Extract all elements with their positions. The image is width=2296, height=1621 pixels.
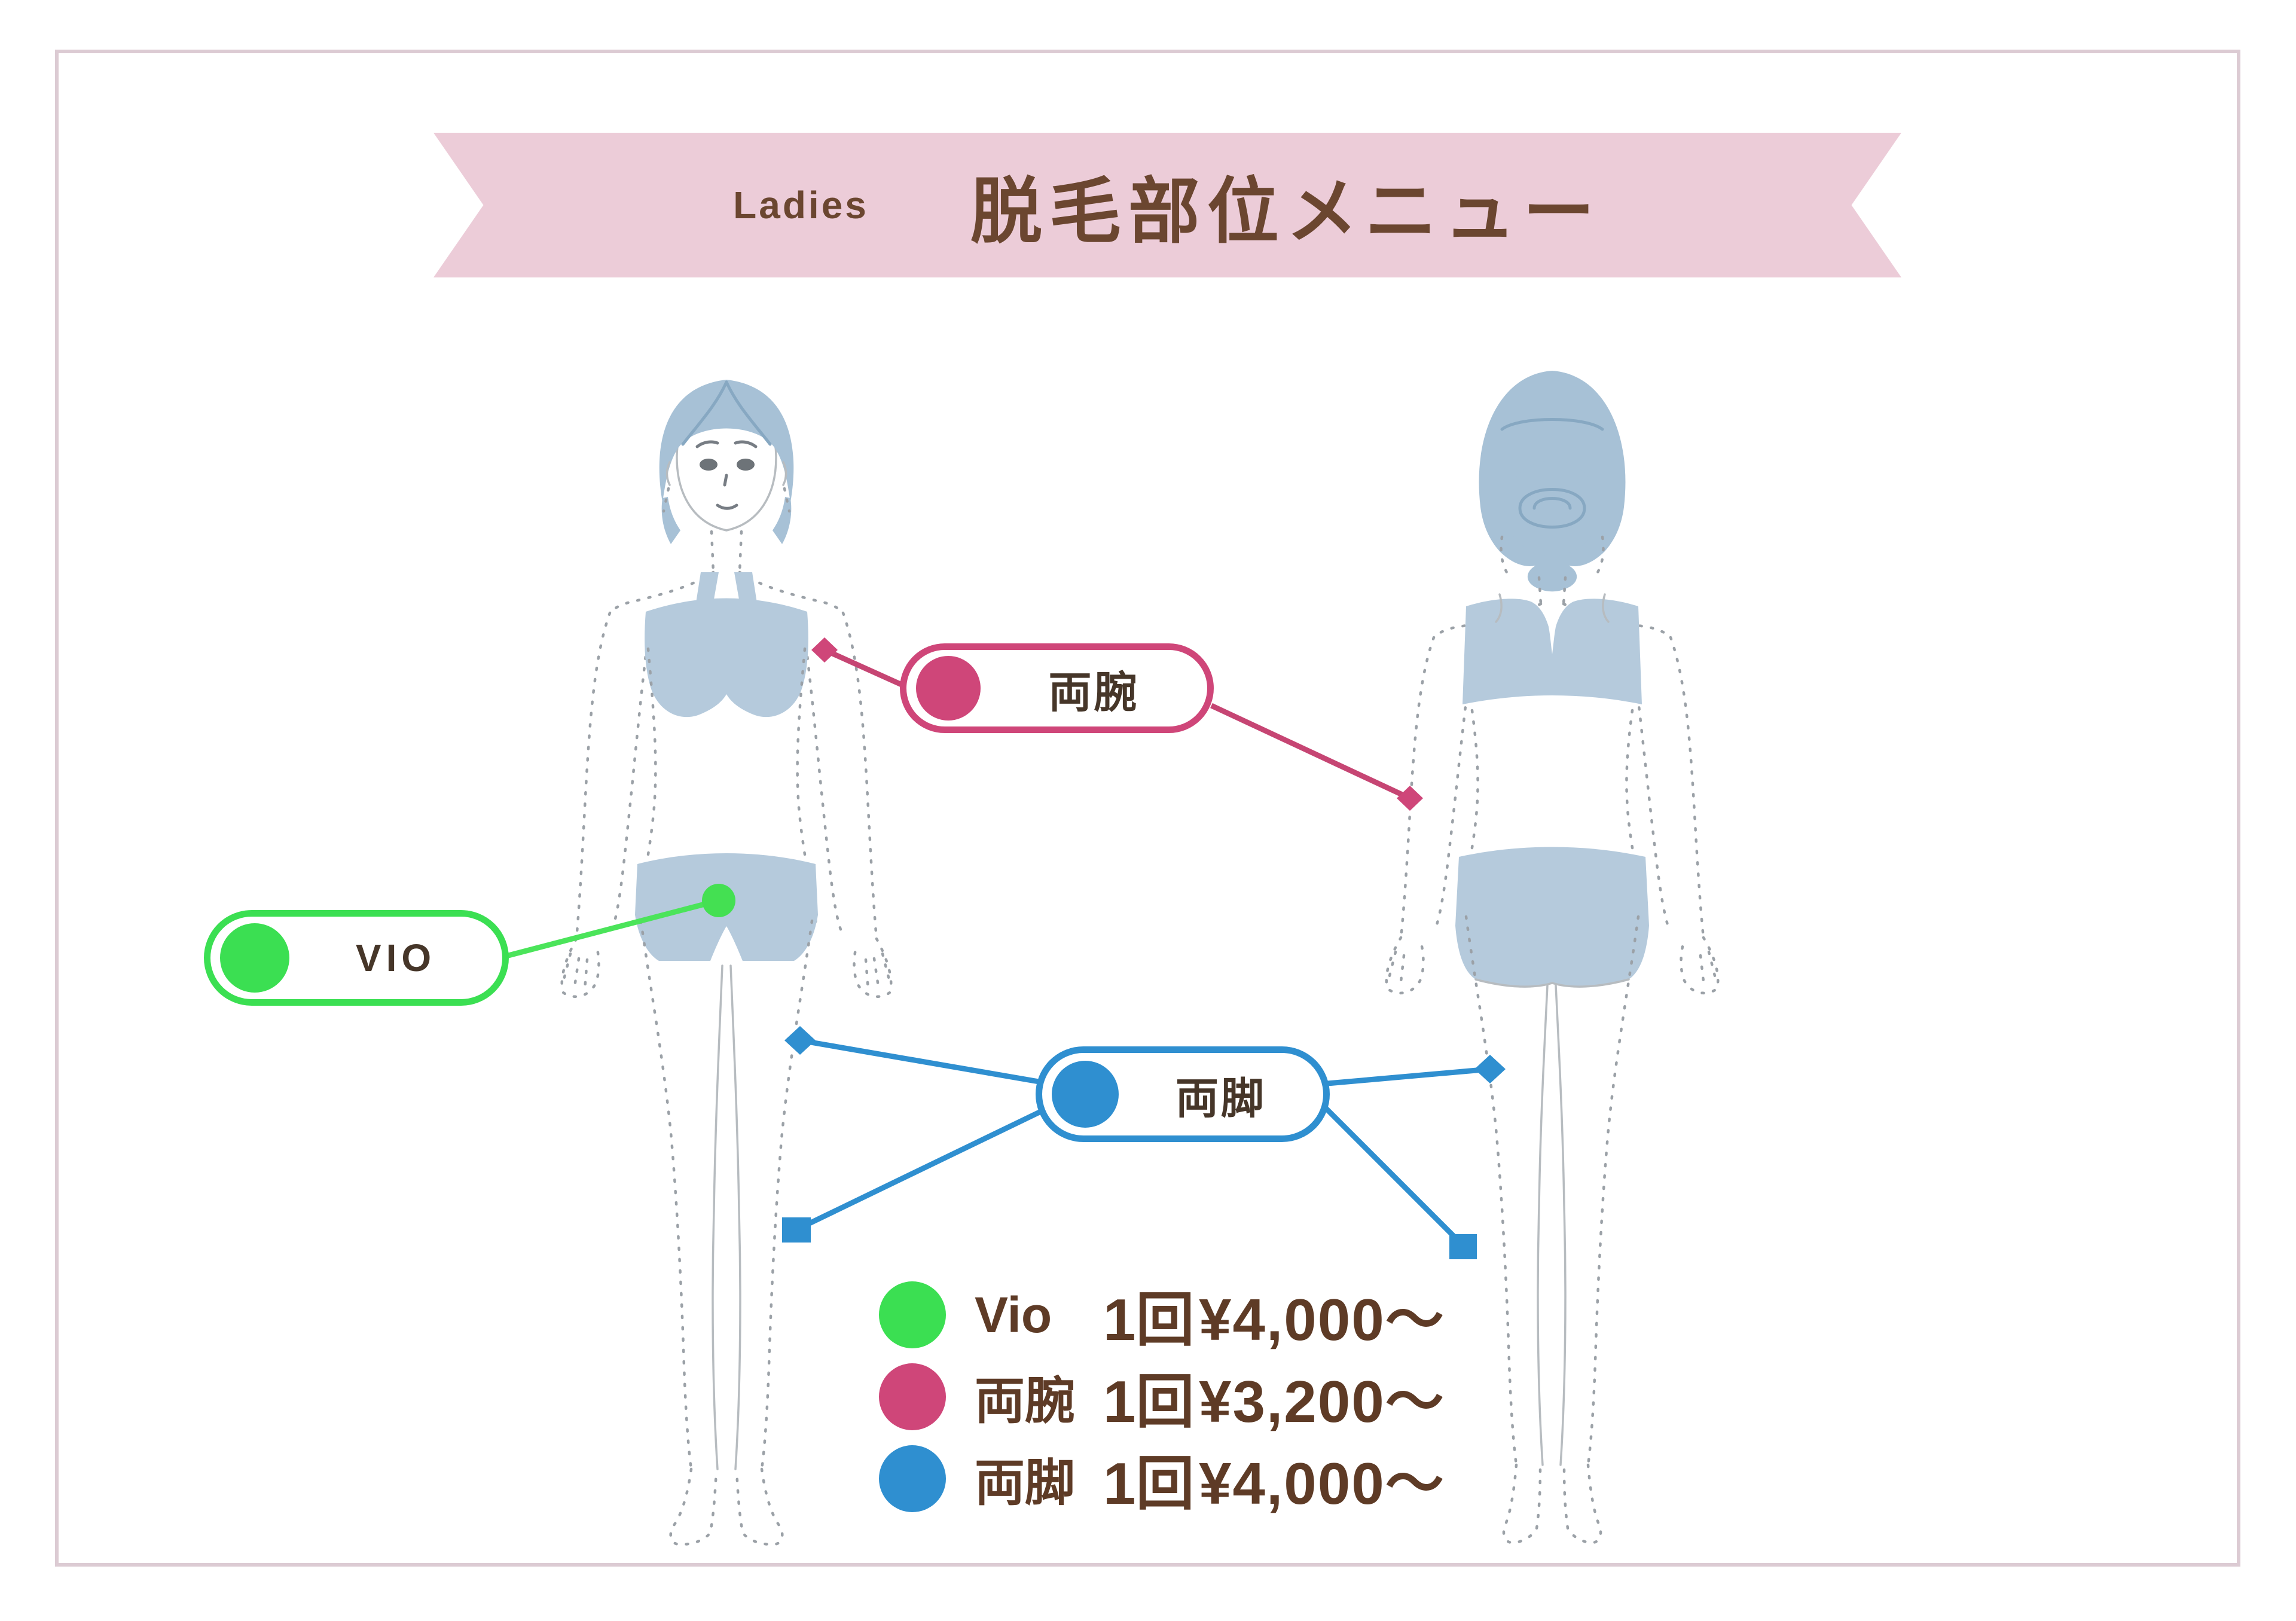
legend-price: ¥3,200〜 [1199,1369,1445,1434]
header-ribbon: Ladies 脱毛部位メニュー [433,133,1901,277]
legend-label: 両脚 [975,1454,1076,1511]
legend-times: 1回 [1103,1369,1195,1434]
legs-dot-icon [1052,1061,1119,1128]
vio-label-pill: VIO [204,910,509,1006]
legs-anchor-front-thigh [784,1026,816,1055]
vio-connector [507,884,735,958]
legend-price: ¥4,000〜 [1199,1451,1445,1516]
legend-price: ¥4,000〜 [1199,1287,1445,1353]
front-hair [659,380,794,502]
back-bra [1463,599,1642,704]
legend-label: Vio [975,1286,1052,1343]
vio-legend-dot-icon [879,1281,946,1348]
vio-anchor-dot [702,884,735,917]
legs-label-text: 両脚 [1175,1074,1266,1123]
arms-legend-dot-icon [879,1363,946,1430]
back-shorts [1455,847,1649,987]
arms-label-pill: 両腕 [900,643,1214,733]
arms-dot-icon [916,656,981,721]
legend-times: 1回 [1103,1451,1195,1516]
page-frame [55,50,2240,1567]
woman-front-figure [560,380,893,1546]
legs-anchor-back-thigh [1474,1055,1506,1083]
arms-connector [811,637,1423,811]
legend-label: 両腕 [975,1372,1076,1429]
price-legend: Vio 1回 ¥4,000〜 両腕 1回 ¥3,200〜 両脚 1回 ¥4,00… [879,1272,1445,1518]
legend-row-arms: 両腕 1回 ¥3,200〜 [879,1354,1445,1436]
vio-dot-icon [220,923,289,993]
legend-row-legs: 両脚 1回 ¥4,000〜 [879,1436,1445,1518]
arms-anchor-front [811,637,838,663]
legs-anchor-back-calf [1449,1234,1477,1259]
header-subtitle: Ladies [733,184,869,227]
legend-row-vio: Vio 1回 ¥4,000〜 [879,1272,1445,1354]
woman-back-figure [1385,371,1720,1544]
legs-connector [782,1026,1506,1259]
legs-label-pill: 両脚 [1036,1046,1330,1142]
legend-times: 1回 [1103,1287,1195,1353]
legs-legend-dot-icon [879,1445,946,1512]
legs-anchor-front-calf [782,1217,811,1243]
page-title: 脱毛部位メニュー [970,172,1602,252]
arms-label-text: 両腕 [1048,668,1140,717]
arms-anchor-back [1397,786,1423,811]
vio-label-text: VIO [355,936,436,979]
